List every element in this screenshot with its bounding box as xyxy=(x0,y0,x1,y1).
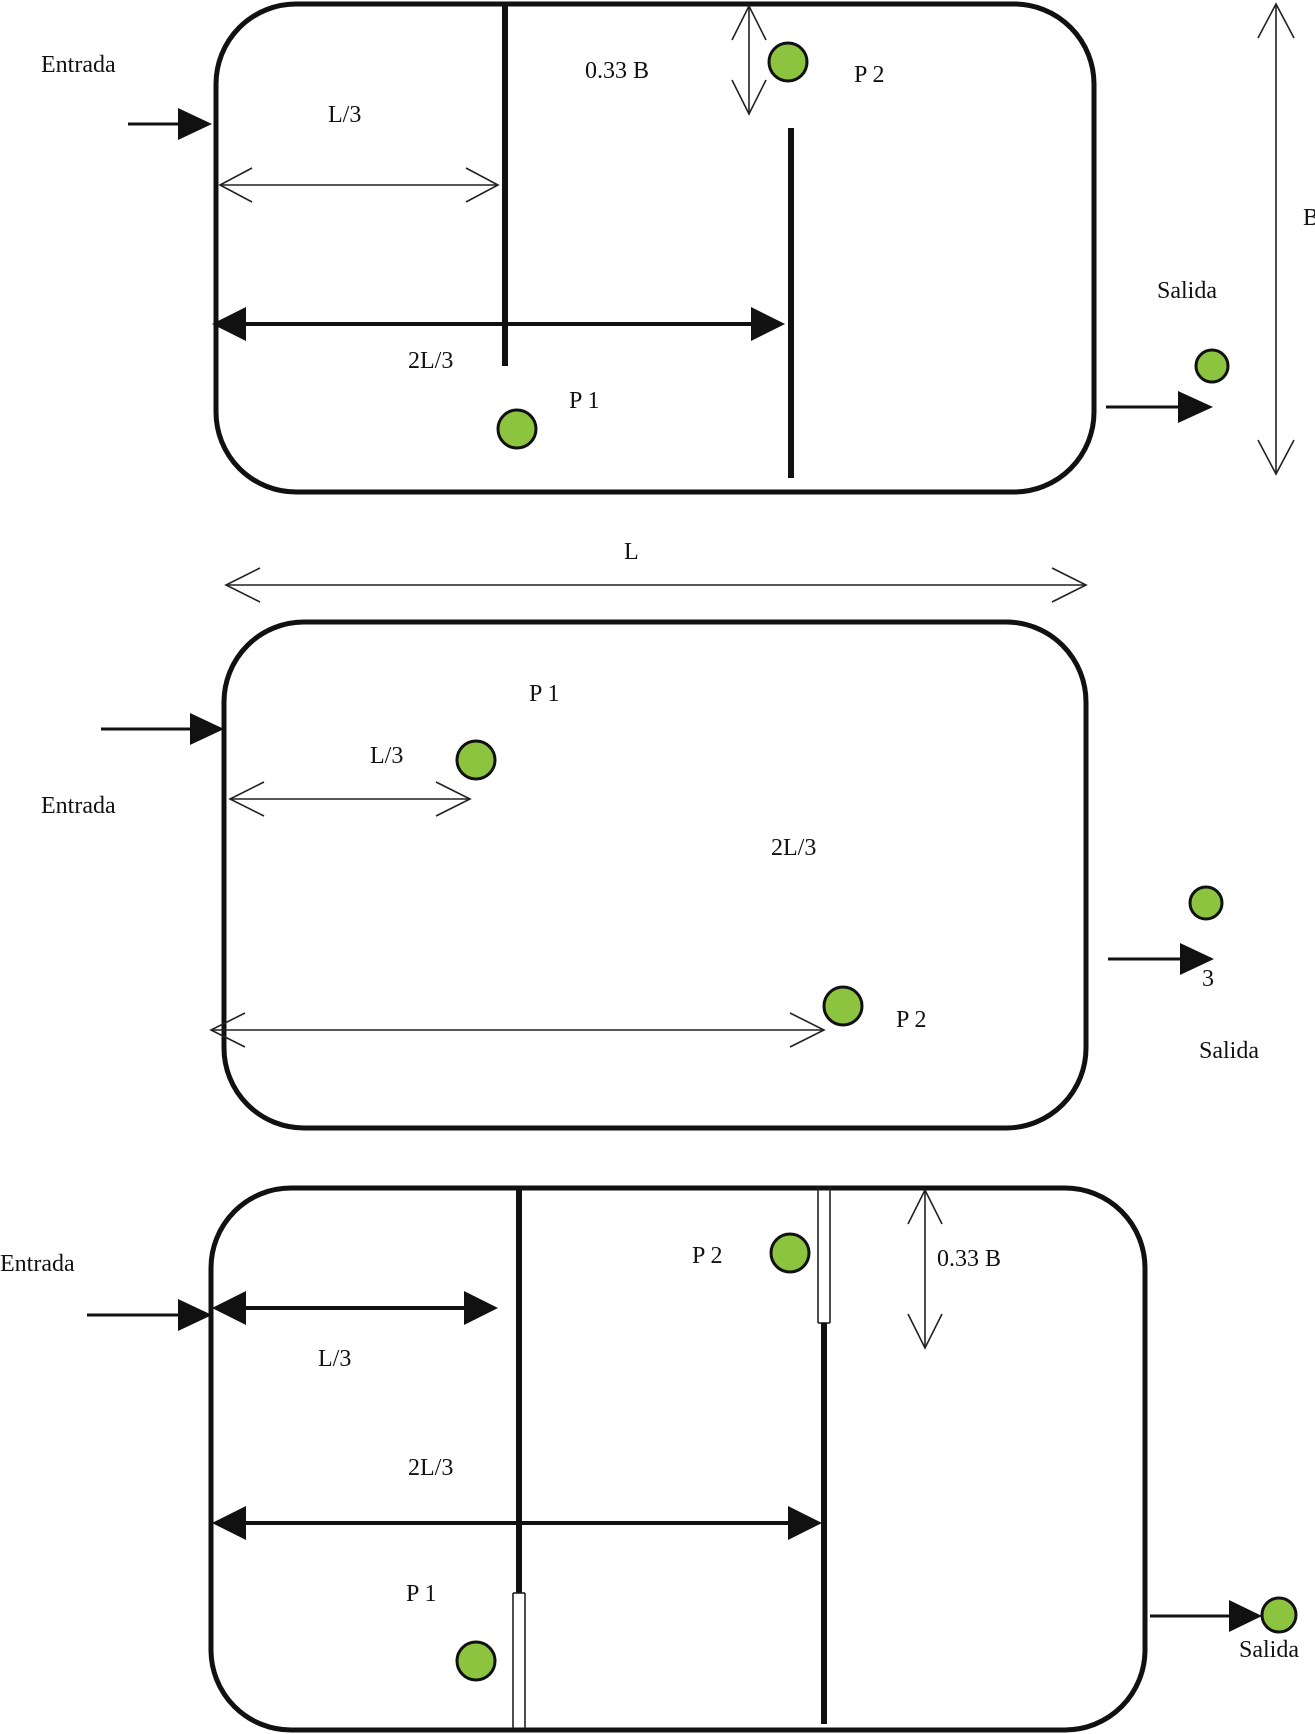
panel-3-tank xyxy=(208,1185,1148,1733)
panel-1-point-2-label: P 2 xyxy=(854,62,884,88)
panel-3: Entrada L/3 2L/3 0.33 B P 2 P 1 xyxy=(0,1185,1299,1733)
panel-1-dim-033b-label: 0.33 B xyxy=(585,58,649,84)
panel-2-point-2-label: P 2 xyxy=(896,1007,926,1033)
panel-1-dim-2l3-label: 2L/3 xyxy=(408,348,453,374)
panel-3-baffle-1 xyxy=(512,1190,526,1728)
panel-2-outlet-arrow xyxy=(1108,943,1214,975)
panel-3-point-1-label: P 1 xyxy=(406,1581,436,1607)
panel-3-baffle-2 xyxy=(817,1186,831,1724)
panel-3-dim-l3-label: L/3 xyxy=(318,1346,351,1372)
dim-l-label: L xyxy=(624,539,639,565)
panel-2-tank xyxy=(221,619,1089,1131)
panel-3-point-2-label: P 2 xyxy=(692,1243,722,1269)
panel-1-dim-2l3-arrow xyxy=(212,307,785,341)
panel-1-point-1-label: P 1 xyxy=(569,388,599,414)
panel-2-dim-l3-arrow xyxy=(228,781,472,817)
panel-1-dim-033b-arrow xyxy=(731,4,767,116)
panel-3-dim-033b-arrow xyxy=(907,1188,943,1350)
panel-3-dim-033b-label: 0.33 B xyxy=(937,1246,1001,1272)
panel-3-outlet-point-marker xyxy=(1260,1596,1298,1634)
panel-3-inlet-arrow xyxy=(87,1299,212,1331)
panel-2-point-3-label: 3 xyxy=(1202,966,1214,992)
panel-3-outlet-label: Salida xyxy=(1239,1637,1299,1663)
panel-3-dim-2l3-arrow xyxy=(212,1506,822,1540)
panel-1-inlet-label: Entrada xyxy=(41,52,116,78)
panel-3-point-2-marker xyxy=(769,1232,811,1274)
panel-1: Entrada L/3 2L/3 0.33 B P 2 P 1 xyxy=(41,1,1315,495)
panel-1-dim-l3-arrow xyxy=(218,167,500,203)
panel-3-point-1-marker xyxy=(455,1640,497,1682)
panel-1-outlet-label: Salida xyxy=(1157,278,1217,304)
panel-2-inlet-label: Entrada xyxy=(41,793,116,819)
panel-1-outlet-arrow xyxy=(1106,391,1213,423)
panel-1-point-1-marker xyxy=(496,408,538,450)
panel-1-tank xyxy=(213,1,1097,495)
panel-1-inlet-arrow xyxy=(128,108,212,140)
panel-1-dim-l3-label: L/3 xyxy=(328,102,361,128)
panel-2-outlet-point-marker xyxy=(1188,885,1224,921)
panel-3-outlet-arrow xyxy=(1150,1600,1262,1632)
panel-3-dim-l3-arrow xyxy=(212,1291,498,1325)
panel-2-dim-l3-label: L/3 xyxy=(370,743,403,769)
panel-1-dim-b-label: B xyxy=(1303,205,1315,231)
panel-2: Entrada L/3 2L/3 P 1 P 2 3 Salida xyxy=(41,619,1259,1131)
panel-2-dim-2l3-arrow xyxy=(209,1012,826,1048)
panel-2-dim-2l3-label: 2L/3 xyxy=(771,835,816,861)
panel-2-point-1-marker xyxy=(455,739,497,781)
panel-3-inlet-label: Entrada xyxy=(0,1251,75,1277)
panel-1-dim-b-arrow xyxy=(1257,2,1295,476)
panel-1-outlet-point-marker xyxy=(1194,348,1230,384)
panel-2-point-2-marker xyxy=(822,985,864,1027)
dim-l-arrow xyxy=(224,567,1088,603)
panel-2-inlet-arrow xyxy=(101,713,224,745)
panel-3-dim-2l3-label: 2L/3 xyxy=(408,1455,453,1481)
panel-2-point-1-label: P 1 xyxy=(529,681,559,707)
panel-1-point-2-marker xyxy=(767,41,809,83)
panel-2-outlet-label: Salida xyxy=(1199,1038,1259,1064)
